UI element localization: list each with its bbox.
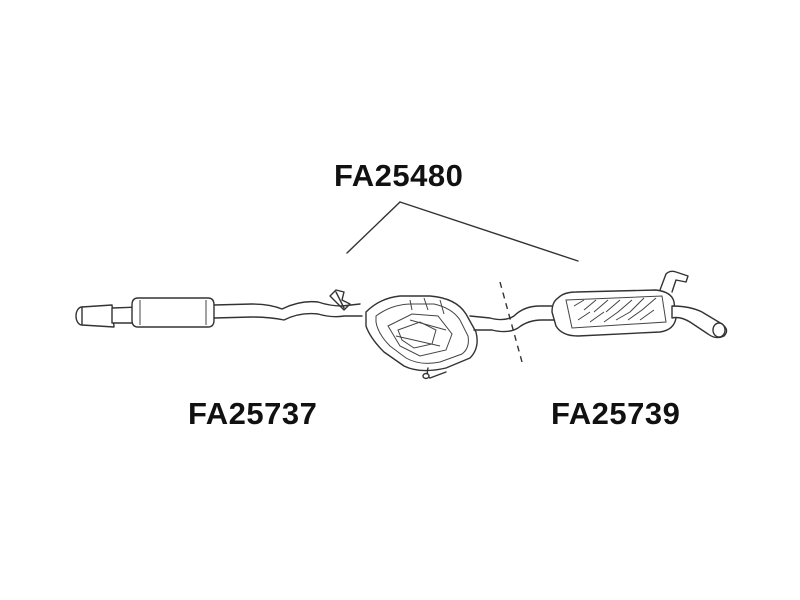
rear-hanger xyxy=(659,270,689,293)
leader-line-right xyxy=(399,201,579,262)
part-number-label-right: FA25739 xyxy=(551,396,681,431)
part-number-label-left: FA25737 xyxy=(188,396,318,431)
connecting-pipe xyxy=(469,281,555,363)
section-cut-line xyxy=(499,281,523,363)
leader-line-left xyxy=(346,201,401,254)
rear-silencer xyxy=(551,270,728,339)
mid-pipe-upper xyxy=(213,300,361,310)
front-pipe-section xyxy=(75,289,363,328)
mid-pipe-lower xyxy=(213,312,363,321)
tail-pipe-outlet xyxy=(712,322,726,338)
centre-silencer-body xyxy=(365,295,478,372)
centre-silencer xyxy=(365,295,478,380)
hanger-bracket xyxy=(329,289,351,311)
connecting-pipe-upper xyxy=(469,305,553,321)
pipe-inlet-sleeve xyxy=(81,304,115,328)
part-number-label-top: FA25480 xyxy=(334,158,464,193)
rear-silencer-body xyxy=(551,289,677,337)
front-resonator xyxy=(131,297,215,328)
connecting-pipe-lower xyxy=(473,319,555,333)
leader-lines xyxy=(346,201,579,262)
